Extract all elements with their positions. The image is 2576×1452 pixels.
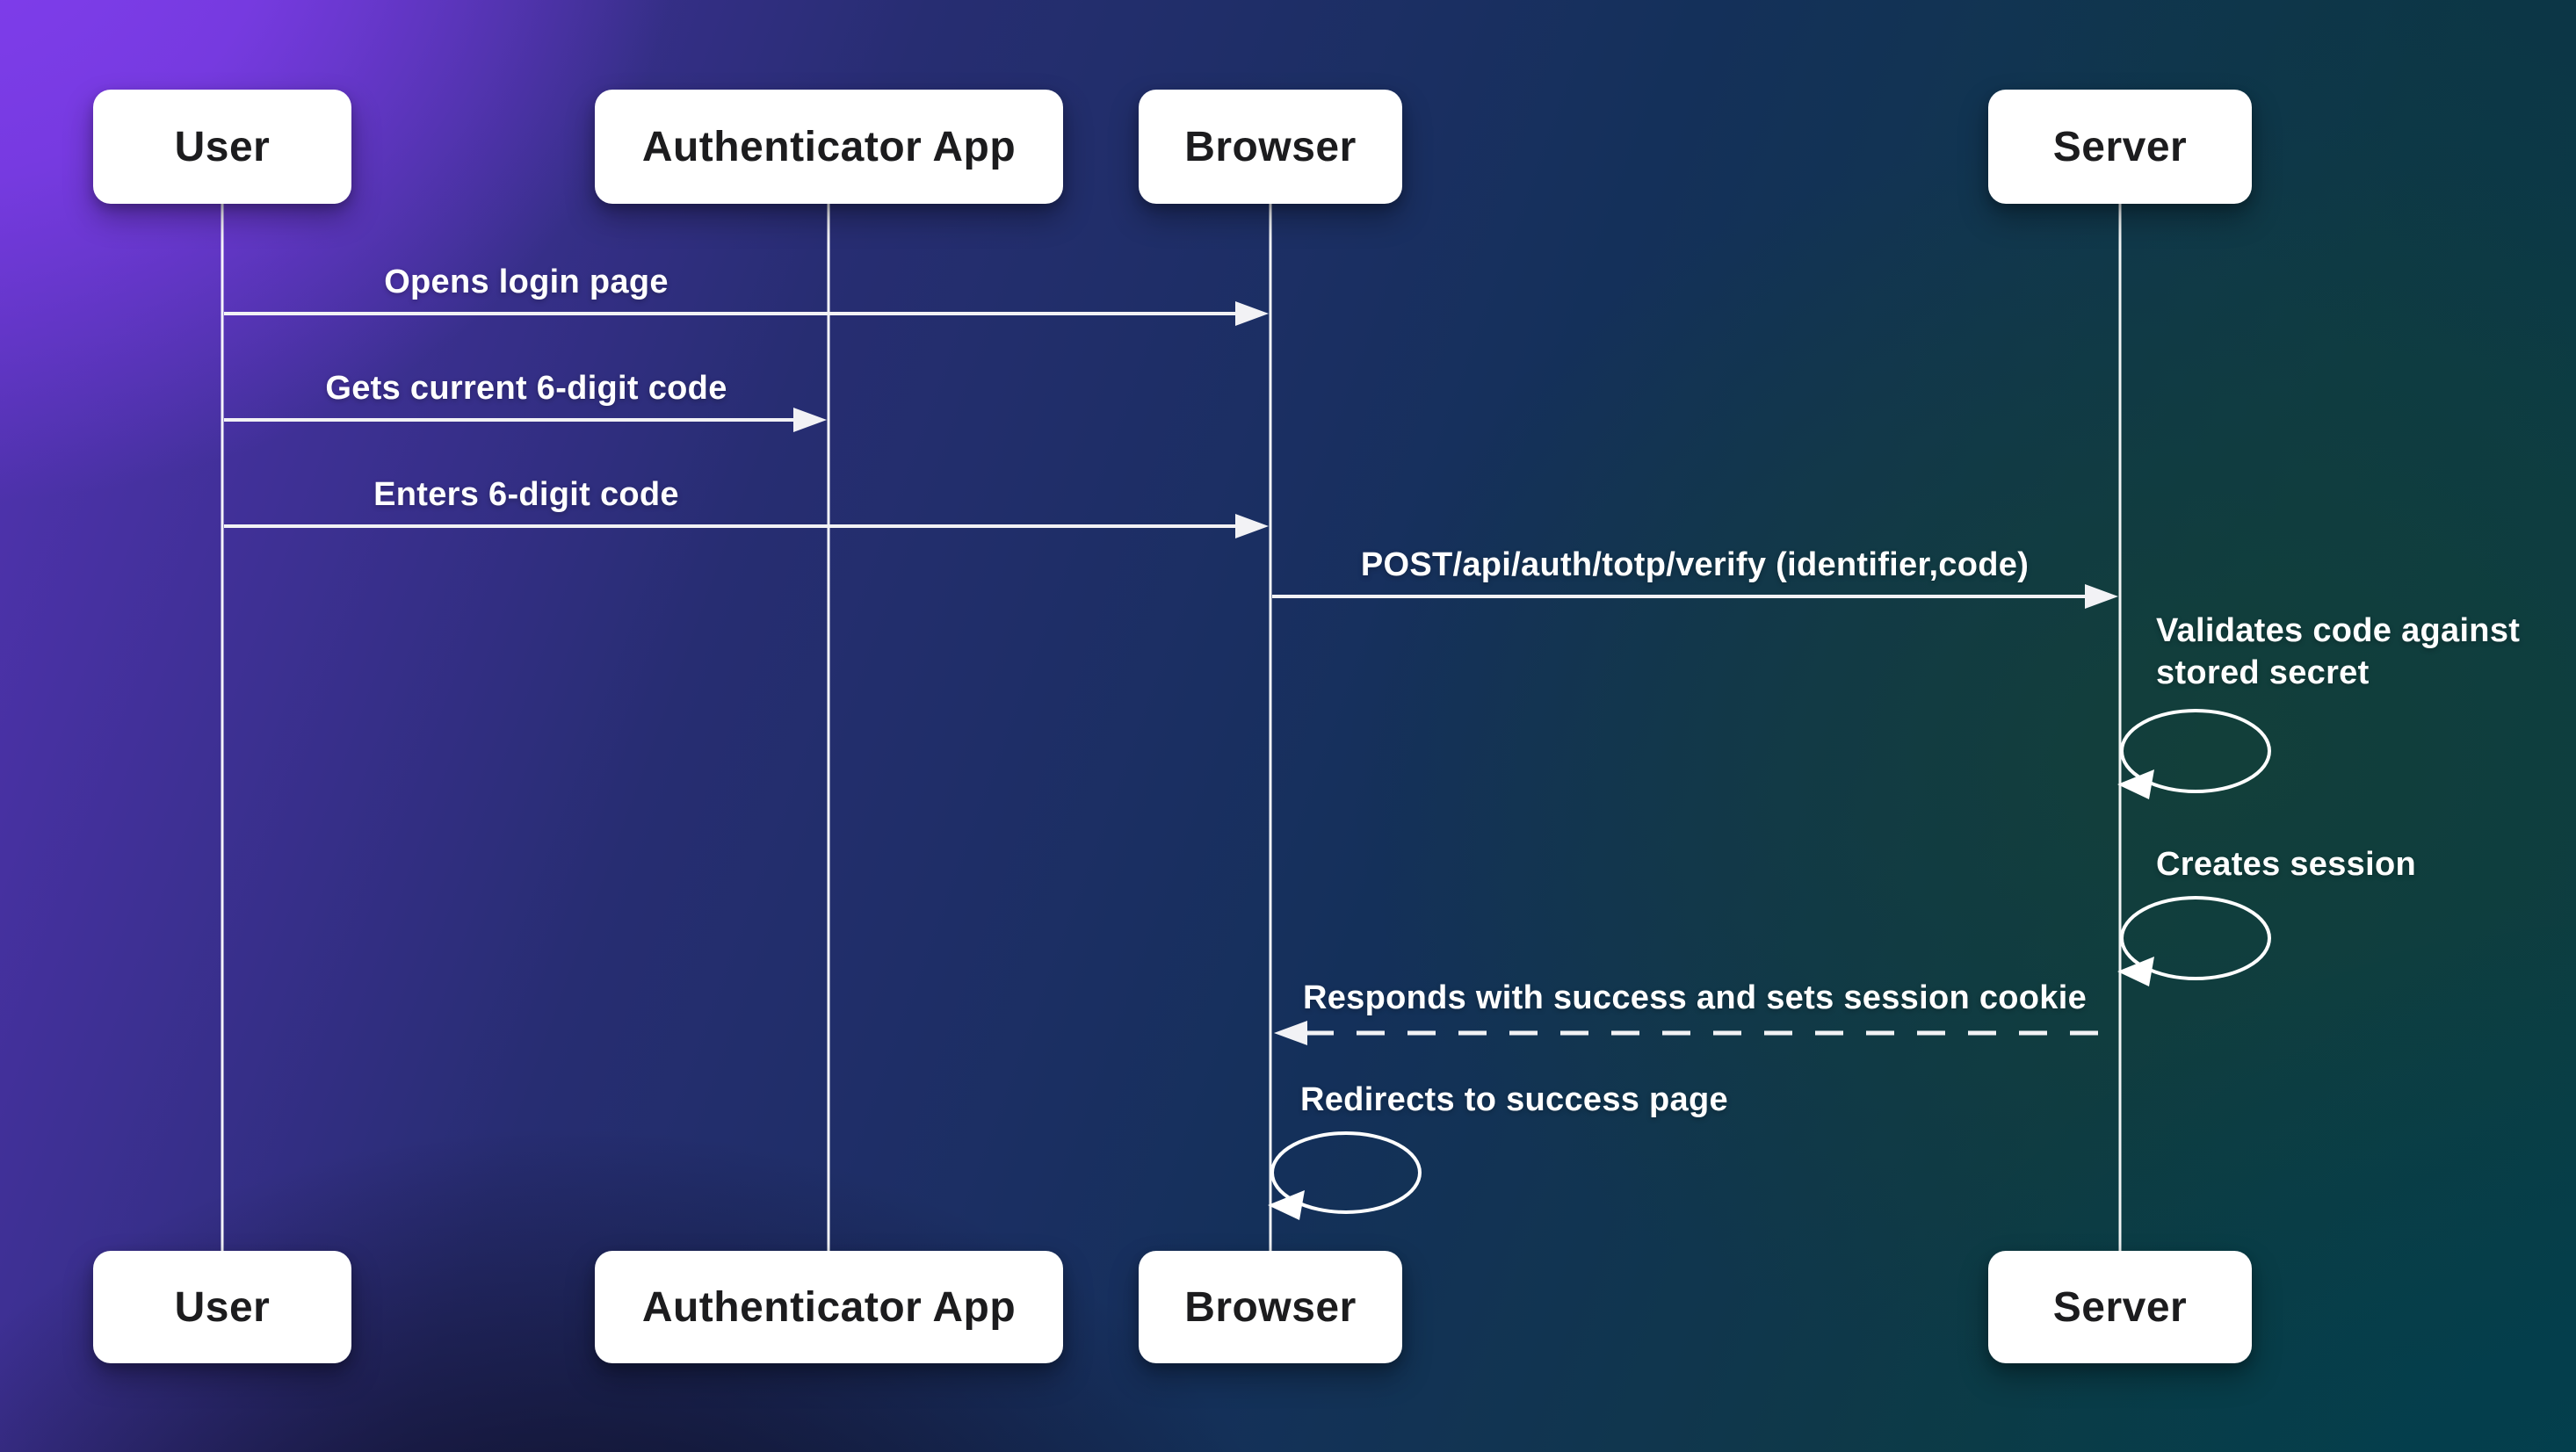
message-label-enters-code: Enters 6-digit code bbox=[373, 476, 679, 513]
self-loop-creates-session bbox=[2120, 896, 2271, 980]
message-label-responds-success: Responds with success and sets session c… bbox=[1302, 979, 2088, 1016]
message-label-redirects: Redirects to success page bbox=[1300, 1081, 1728, 1118]
self-loop-redirects bbox=[1270, 1131, 1422, 1214]
arrowhead-gets-code bbox=[793, 408, 827, 432]
message-label-gets-code: Gets current 6-digit code bbox=[325, 370, 727, 407]
message-label-post-verify: POST/api/auth/totp/verify (identifier,co… bbox=[1360, 546, 2030, 583]
actor-label-browser-top: Browser bbox=[1184, 123, 1357, 170]
actor-box-authenticator-app-bottom: Authenticator App bbox=[595, 1251, 1063, 1363]
message-label-creates-session: Creates session bbox=[2156, 846, 2416, 883]
actor-box-user-bottom: User bbox=[93, 1251, 351, 1363]
arrowhead-opens-login-page bbox=[1235, 301, 1269, 326]
actor-label-authenticator-app-bottom: Authenticator App bbox=[641, 1283, 1017, 1331]
message-label-validates-code: Validates code against stored secret bbox=[2156, 612, 2521, 691]
arrowhead-validates-code bbox=[2117, 769, 2154, 799]
actor-label-user-top: User bbox=[174, 123, 271, 170]
arrowhead-enters-code bbox=[1235, 514, 1269, 538]
actor-box-browser-bottom: Browser bbox=[1139, 1251, 1402, 1363]
actor-box-browser-top: Browser bbox=[1139, 90, 1402, 204]
arrowhead-post-verify bbox=[2085, 584, 2118, 609]
actor-label-server-top: Server bbox=[2052, 123, 2188, 170]
actor-label-server-bottom: Server bbox=[2052, 1283, 2188, 1331]
arrowhead-responds-success bbox=[1274, 1021, 1307, 1045]
self-loop-validates-code bbox=[2120, 709, 2271, 793]
arrowhead-redirects bbox=[1268, 1190, 1305, 1220]
message-label-opens-login-page: Opens login page bbox=[384, 264, 669, 300]
actor-box-authenticator-app-top: Authenticator App bbox=[595, 90, 1063, 204]
actor-box-server-top: Server bbox=[1988, 90, 2252, 204]
arrowhead-creates-session bbox=[2117, 957, 2154, 986]
actor-label-user-bottom: User bbox=[174, 1283, 271, 1331]
actor-box-server-bottom: Server bbox=[1988, 1251, 2252, 1363]
actor-label-authenticator-app-top: Authenticator App bbox=[641, 123, 1017, 170]
actor-box-user-top: User bbox=[93, 90, 351, 204]
actor-label-browser-bottom: Browser bbox=[1184, 1283, 1357, 1331]
